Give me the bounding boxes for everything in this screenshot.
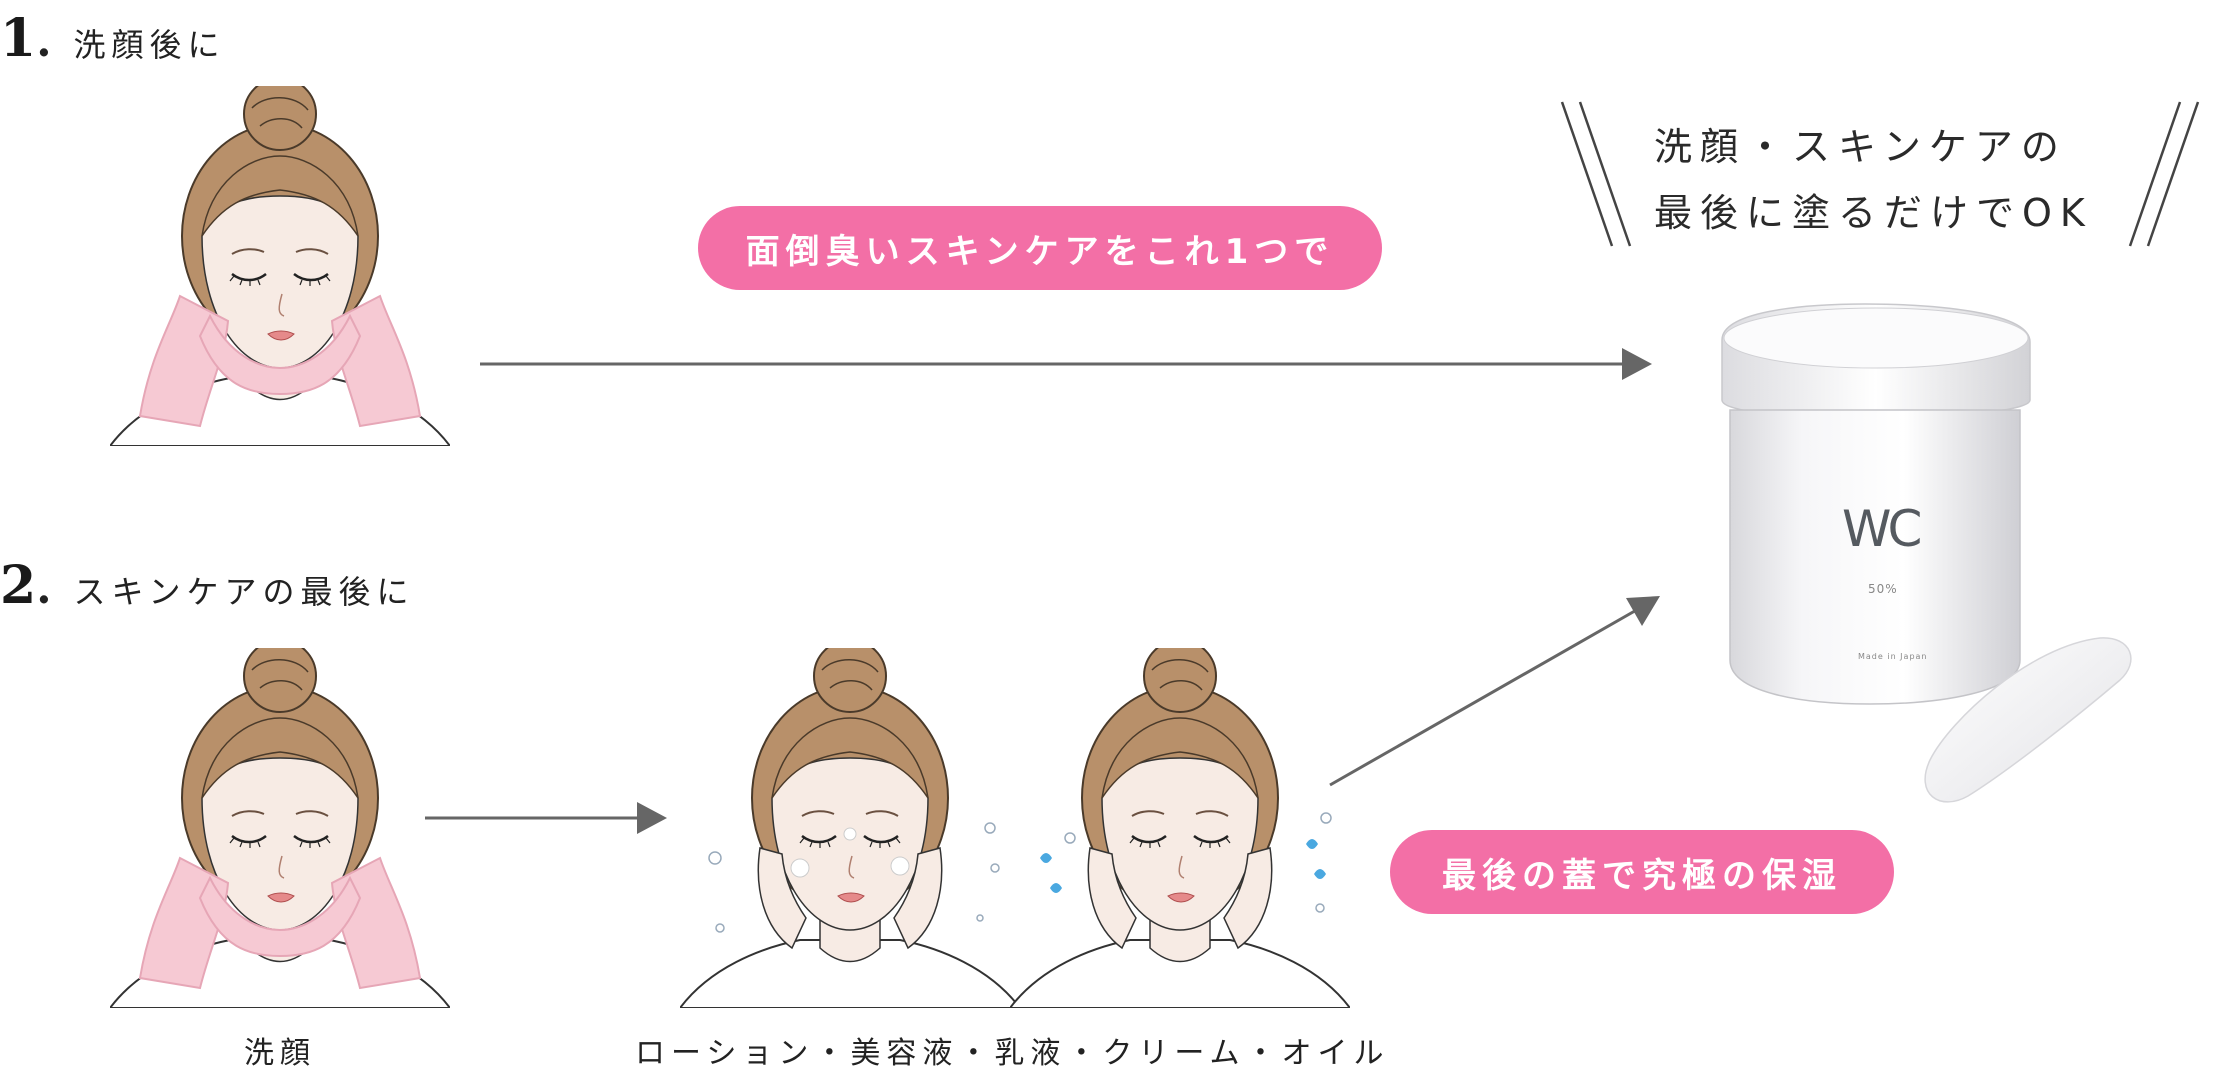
woman-applying-skincare-icon: [1008, 638, 1352, 1010]
step-2-dot: .: [36, 563, 52, 614]
step-2-number: 2: [0, 555, 37, 616]
callout-left-slashes: [1560, 101, 1632, 247]
pill-top-banner: 面倒臭いスキンケアをこれ1つで: [698, 206, 1382, 290]
pill-bottom-banner: 最後の蓋で究極の保湿: [1390, 830, 1894, 914]
callout-line-1: 洗顔・スキンケアの: [1654, 125, 2067, 169]
step-1-dot: .: [36, 16, 52, 67]
callout-right-slashes: [2128, 101, 2200, 247]
product-logo: WC: [1842, 500, 1922, 558]
arrow-skincare-to-product: [1329, 596, 1660, 787]
woman-applying-skincare-icon: [678, 638, 1022, 1010]
step-1-text: 洗顔後に: [73, 26, 226, 64]
woman-applying-cream-illustration: [1008, 638, 1352, 1010]
product-label-tiny: Made in Japan: [1858, 652, 1928, 661]
step-1-number: 1: [0, 8, 37, 69]
step-2-heading: 2 . スキンケアの最後に: [0, 555, 415, 616]
caption-skincare: ローション・美容液・乳液・クリーム・オイル: [635, 1036, 1390, 1071]
product-label-small: 50%: [1868, 582, 1898, 596]
arrow-wash-to-skincare: [425, 802, 667, 834]
caption-wash: 洗顔: [244, 1036, 316, 1071]
arrow-step1-to-product: [480, 348, 1652, 380]
step-1-heading: 1 . 洗顔後に: [0, 8, 226, 69]
woman-applying-lotion-illustration: [678, 638, 1022, 1010]
step-2-text: スキンケアの最後に: [73, 573, 415, 611]
callout-line-2: 最後に塗るだけでOK: [1654, 191, 2093, 235]
cream-jar-image: WC 50% Made in Japan: [1700, 300, 2140, 820]
